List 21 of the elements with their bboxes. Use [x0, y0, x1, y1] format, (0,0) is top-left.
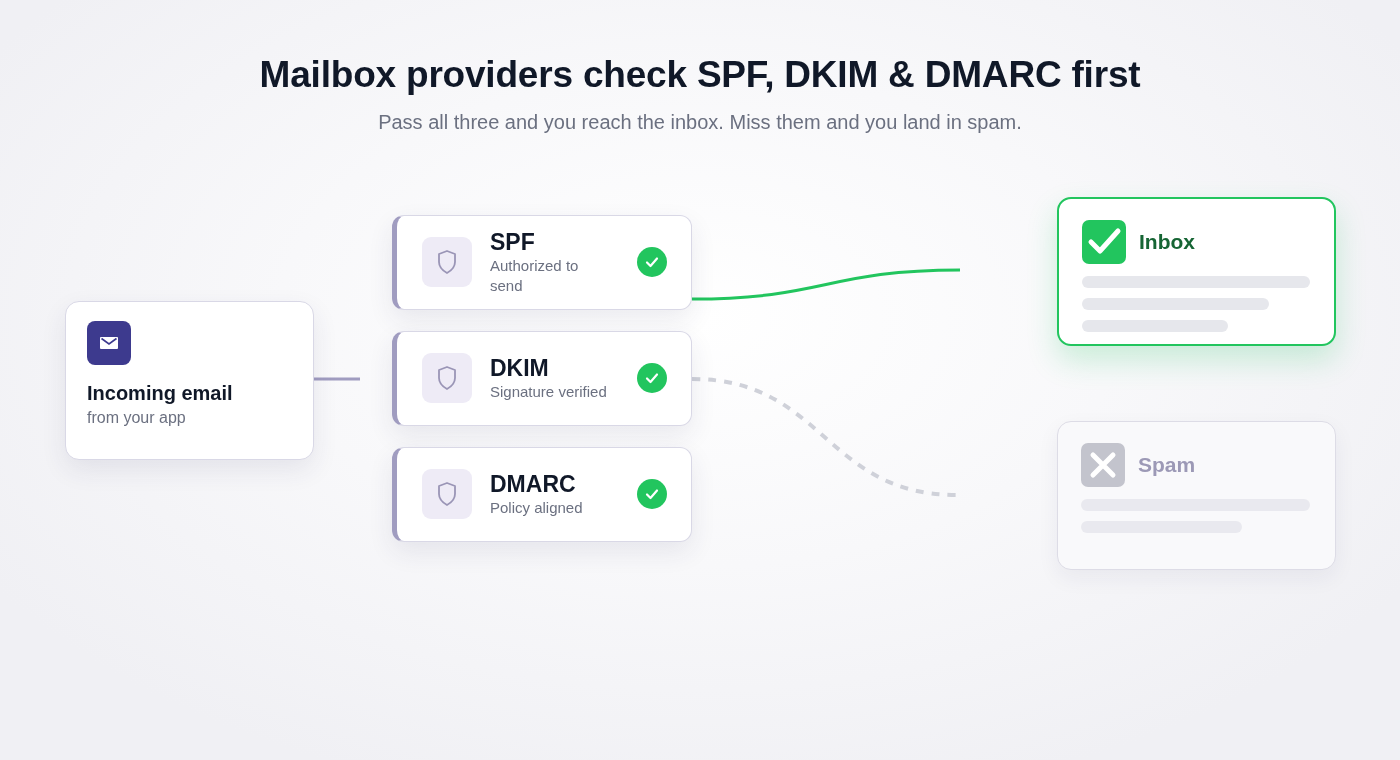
subtitle: Pass all three and you reach the inbox. Miss them and you land in spam. [377, 111, 1023, 134]
card-title: Incoming email [87, 381, 234, 406]
email-card [65, 301, 314, 460]
spam-card [1057, 421, 1336, 570]
check-description: Policy aligned [490, 498, 584, 518]
check-name: SPF [490, 229, 536, 256]
check-card [392, 331, 692, 426]
connector [691, 268, 961, 301]
check-card [392, 447, 692, 542]
folder-label: Spam [1138, 452, 1196, 478]
check-card [392, 215, 692, 310]
check-name: DMARC [490, 471, 577, 498]
dashed-connector [691, 377, 958, 497]
connector [314, 377, 360, 381]
card-subtitle: from your app [87, 408, 187, 428]
inbox-card [1057, 197, 1336, 346]
folder-label: Inbox [1139, 229, 1195, 255]
check-description: Signature verified [490, 382, 608, 402]
diagram-title: Mailbox providers check SPF, DKIM & DMARC first [258, 54, 1142, 96]
check-description: Authorized to send [490, 256, 580, 296]
check-name: DKIM [490, 355, 550, 382]
